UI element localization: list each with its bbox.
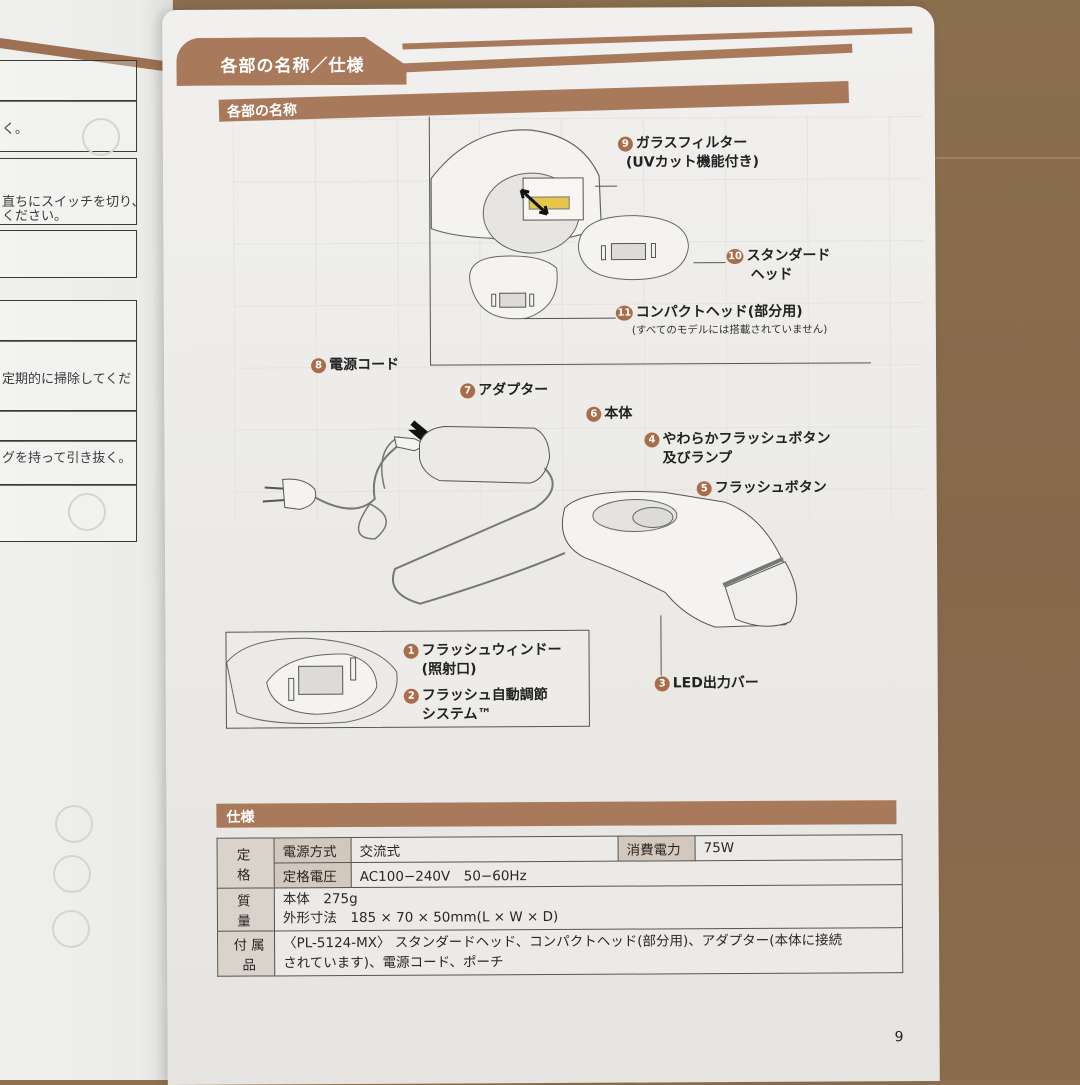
ghost-prohibit-icon xyxy=(68,493,106,531)
section-header-spec: 仕様 xyxy=(216,800,897,828)
spec-value: 〈PL-5124-MX〉 スタンダードヘッド、コンパクトヘッド(部分用)、アダプ… xyxy=(274,927,903,976)
left-page-text: く。 xyxy=(2,122,29,137)
spec-header-mass: 質 量 xyxy=(217,887,275,932)
attach-arrow-icon xyxy=(519,188,549,216)
spec-value: 75W xyxy=(695,834,903,861)
left-page-text: 定期的に掃除してくだ xyxy=(2,372,132,387)
section-title: 仕様 xyxy=(226,809,255,826)
left-table-row xyxy=(0,158,137,225)
ghost-prohibit-icon xyxy=(82,118,120,156)
standard-head-illustration xyxy=(577,215,689,281)
table-row: 定格電圧 AC100−240V 50−60Hz xyxy=(217,859,903,889)
spec-header-rating: 定 格 xyxy=(217,837,275,889)
spec-value: AC100−240V 50−60Hz xyxy=(351,859,903,888)
spec-value: 交流式 xyxy=(351,836,619,863)
table-row: 付属品 〈PL-5124-MX〉 スタンダードヘッド、コンパクトヘッド(部分用)… xyxy=(217,927,903,977)
section-title: 各部の名称 xyxy=(226,102,298,121)
left-page-text: ください。 xyxy=(2,209,68,224)
spec-value: 本体 275g 外形寸法 185 × 70 × 50mm(L × W × D) xyxy=(274,884,903,931)
device-head-illustration xyxy=(430,129,602,320)
spec-header-accessories: 付属品 xyxy=(217,930,275,977)
left-table-row xyxy=(0,440,137,486)
leader-line xyxy=(595,185,618,187)
spec-label: 消費電力 xyxy=(618,835,696,862)
page-title-tab: 各部の名称／仕様 xyxy=(176,37,406,86)
spec-label: 電源方式 xyxy=(274,837,352,863)
left-page-text: 直ちにスイッチを切り、 xyxy=(2,195,145,210)
table-row: 定 格 電源方式 交流式 消費電力 75W xyxy=(217,834,903,889)
left-table-row xyxy=(0,340,137,412)
ghost-prohibit-icon xyxy=(52,910,90,948)
table-row: 質 量 本体 275g 外形寸法 185 × 70 × 50mm(L × W ×… xyxy=(217,884,903,932)
header-rule xyxy=(392,43,853,73)
spec-table: 定 格 電源方式 交流式 消費電力 75W 定格電圧 AC100−240V 50… xyxy=(216,834,904,977)
left-page: く。 直ちにスイッチを切り、 ください。 定期的に掃除してくだ グを持って引き抜… xyxy=(0,0,173,1080)
leader-line xyxy=(693,262,726,264)
ghost-prohibit-icon xyxy=(53,855,91,893)
left-page-text: グを持って引き抜く。 xyxy=(2,451,132,466)
left-table-row xyxy=(0,230,137,278)
left-table-row xyxy=(0,60,137,102)
flash-window-illustration xyxy=(226,637,398,725)
page-number: 9 xyxy=(894,1029,904,1046)
spec-label: 定格電圧 xyxy=(274,862,352,888)
page-title: 各部の名称／仕様 xyxy=(220,55,365,77)
part-label-11-note: (すべてのモデルには搭載されていません) xyxy=(631,323,828,337)
device-cord-adapter-illustration xyxy=(262,420,798,628)
left-table-row xyxy=(0,300,137,342)
ghost-prohibit-icon xyxy=(55,805,93,843)
left-table-row xyxy=(0,410,137,442)
